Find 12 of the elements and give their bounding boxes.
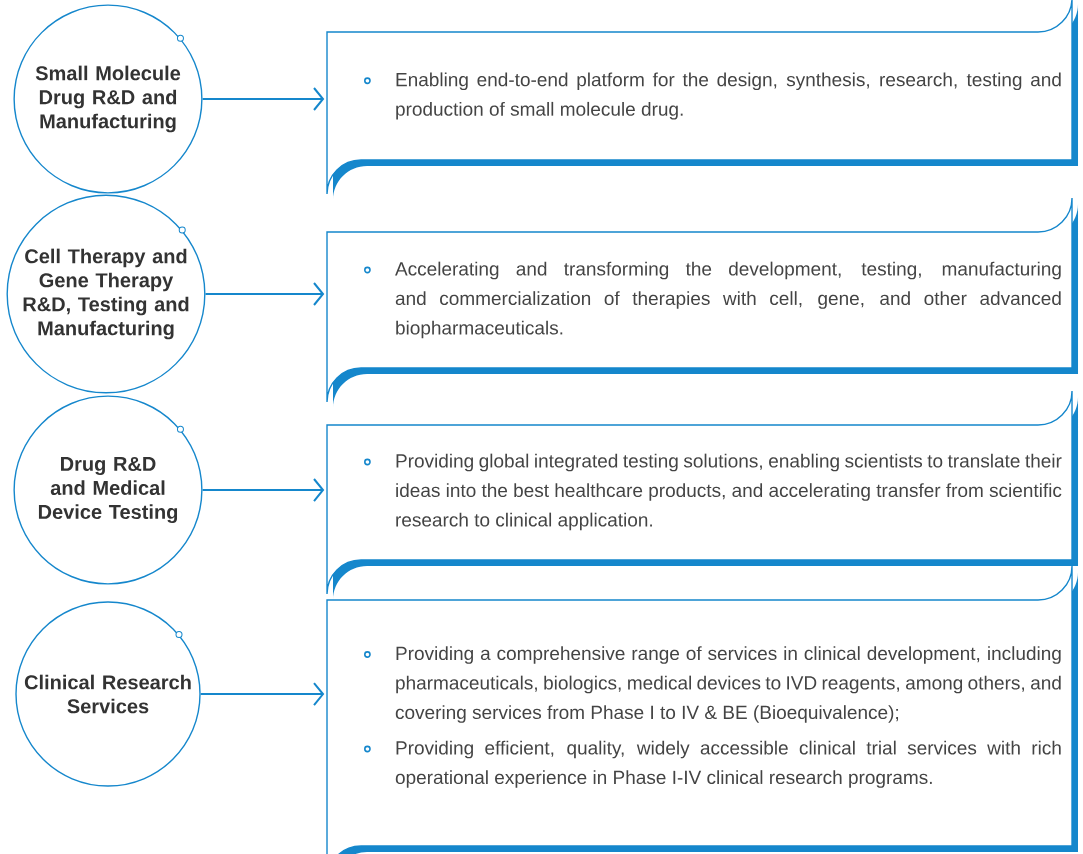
- arrow: [201, 478, 325, 502]
- circle-node: Cell Therapy and Gene Therapy R&D, Testing and Manufacturing: [6, 194, 206, 394]
- text-box: Providing a comprehensive range of services in clinical development, including pharmaceuticals, biologics, medical devices to IVD reagents, among others, and covering services from Phase I to IV & BE (Bioequivalence); Providing efficient, quality, widely accessible clinical trial services with rich operational experience in Phase I-IV clinical research programs.: [326, 565, 1078, 854]
- circle-node: Small Molecule Drug R&D and Manufacturing: [13, 4, 203, 194]
- arrow: [201, 87, 325, 111]
- text-box: Enabling end-to-end platform for the design, synthesis, research, testing and production of small molecule drug.: [326, 0, 1078, 200]
- arrow: [204, 282, 325, 306]
- arrow: [199, 682, 325, 706]
- text-box: Accelerating and transforming the development, testing, manufacturing and commercialization of therapies with cell, gene, and other advanced biopharmaceuticals.: [326, 197, 1078, 408]
- circle-node: Drug R&D and Medical Device Testing: [13, 395, 203, 585]
- circle-node: Clinical Research Services: [15, 601, 201, 787]
- text-box: Providing global integrated testing solutions, enabling scientists to translate their ideas into the best healthcare products, and accelerating transfer from scientific research to clinical application.: [326, 390, 1078, 600]
